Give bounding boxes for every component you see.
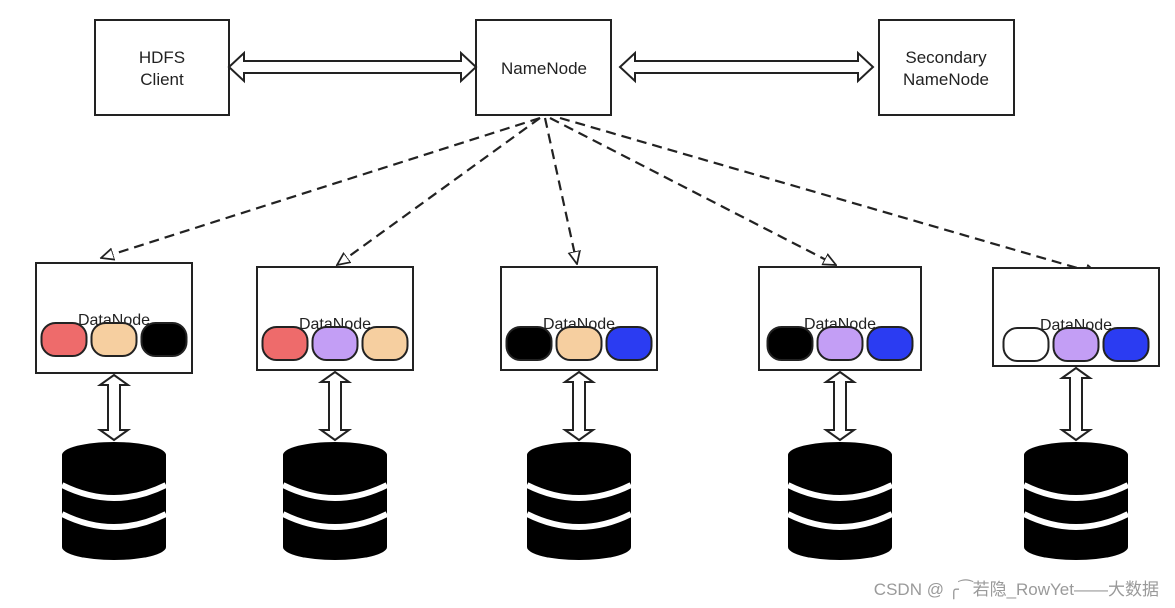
data-block: [766, 326, 814, 361]
hdfs-client-label-line1: HDFS: [139, 48, 185, 67]
datanode-disk-double-arrow-icon: [96, 373, 132, 442]
database-icon: [1022, 442, 1130, 560]
datanode-label: DataNode: [299, 316, 371, 333]
namenode-node: NameNode: [475, 19, 612, 116]
datanode-2: DataNode: [256, 266, 414, 560]
datanode-label: DataNode: [543, 316, 615, 333]
dashed-arrow-4: [549, 117, 836, 266]
data-block: [866, 326, 914, 361]
data-block: [311, 326, 359, 361]
data-block: [261, 326, 309, 361]
datanode-disk-double-arrow-icon: [317, 370, 353, 442]
namenode-secondary-double-arrow-icon: [618, 50, 875, 84]
namenode-label: NameNode: [501, 59, 587, 78]
datanode-1: DataNode: [35, 262, 193, 560]
datanode-4: DataNode: [758, 266, 922, 560]
datanode-disk-double-arrow-icon: [822, 370, 858, 442]
dashed-arrow-1: [101, 116, 541, 258]
database-icon: [525, 442, 633, 560]
client-namenode-double-arrow-icon: [227, 50, 478, 84]
data-block: [1052, 327, 1100, 362]
heartbeat-links: [101, 116, 1098, 274]
data-block: [90, 322, 138, 357]
secondary-namenode-label-line1: Secondary: [905, 48, 987, 67]
data-block: [505, 326, 553, 361]
datanode-label: DataNode: [78, 312, 150, 329]
datanode-disk-double-arrow-icon: [561, 370, 597, 442]
data-block: [605, 326, 653, 361]
data-block: [1102, 327, 1150, 362]
dashed-arrow-2: [337, 117, 541, 265]
data-block: [816, 326, 864, 361]
secondary-namenode-label-line2: NameNode: [903, 70, 989, 89]
database-icon: [60, 442, 168, 560]
datanode-label: DataNode: [1040, 317, 1112, 334]
dashed-arrow-3: [543, 117, 577, 264]
data-block: [140, 322, 188, 357]
hdfs-client-label-line2: Client: [140, 70, 184, 89]
database-icon: [786, 442, 894, 560]
data-block: [361, 326, 409, 361]
hdfs-client-node: HDFS Client: [94, 19, 230, 116]
datanode-disk-double-arrow-icon: [1058, 366, 1094, 442]
datanode-5: DataNode: [992, 267, 1160, 560]
data-block: [555, 326, 603, 361]
datanodes-layer: DataNode DataNode DataNode DataNode DataNode: [35, 262, 1160, 560]
datanode-3: DataNode: [500, 266, 658, 560]
data-block: [1002, 327, 1050, 362]
database-icon: [281, 442, 389, 560]
secondary-namenode-node: Secondary NameNode: [878, 19, 1015, 116]
datanode-label: DataNode: [804, 316, 876, 333]
data-block: [40, 322, 88, 357]
dashed-arrow-5: [559, 116, 1098, 274]
watermark-text: CSDN @ ╭⁀若隐_RowYet——大数据: [873, 580, 1159, 599]
